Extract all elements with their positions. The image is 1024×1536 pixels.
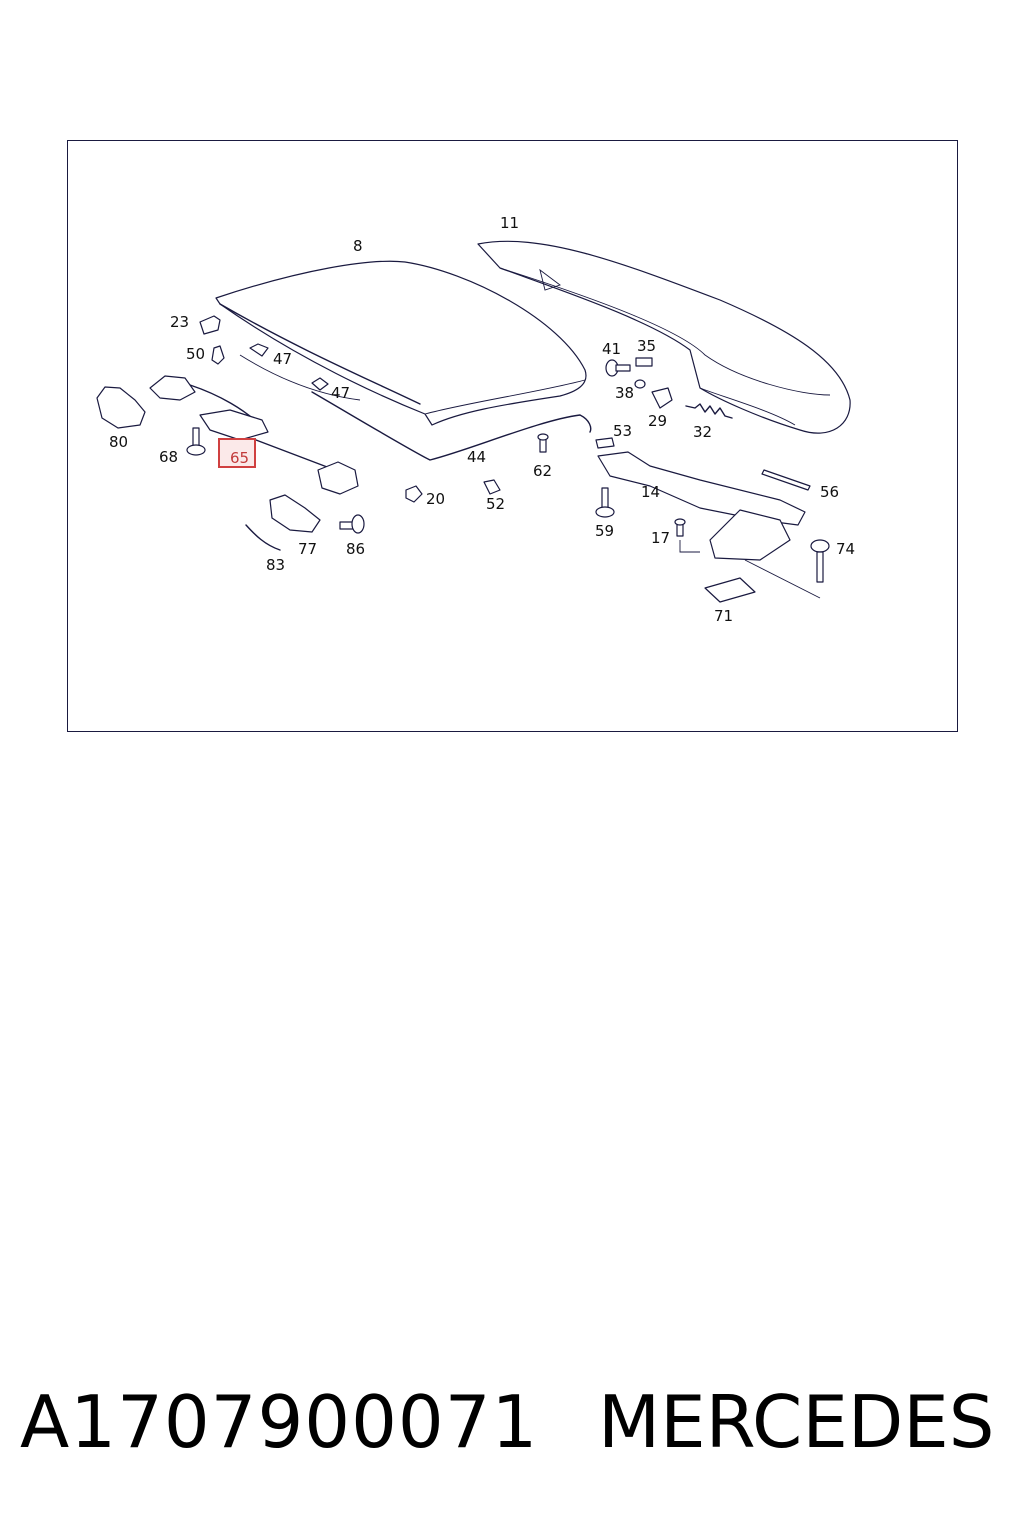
callout-23: 23 xyxy=(170,313,189,331)
callout-59: 59 xyxy=(595,522,614,540)
spring-32 xyxy=(685,403,733,419)
callout-20: 20 xyxy=(426,490,445,508)
callout-80: 80 xyxy=(109,433,128,451)
callout-47a: 47 xyxy=(273,350,292,368)
clip-50 xyxy=(211,345,225,365)
rear-panel xyxy=(477,240,851,434)
callout-71: 71 xyxy=(714,607,733,625)
callout-29: 29 xyxy=(648,412,667,430)
latch-rear xyxy=(317,461,359,495)
clip-23 xyxy=(199,315,221,335)
callout-11: 11 xyxy=(500,214,519,232)
callout-83: 83 xyxy=(266,556,285,574)
callout-56: 56 xyxy=(820,483,839,501)
callout-44: 44 xyxy=(467,448,486,466)
screw-86 xyxy=(339,514,365,534)
callout-86: 86 xyxy=(346,540,365,558)
screw-74 xyxy=(810,539,830,583)
hinge-base xyxy=(709,509,791,561)
callout-50: 50 xyxy=(186,345,205,363)
clip-47a xyxy=(249,343,269,357)
screw-41 xyxy=(605,359,631,377)
callout-8: 8 xyxy=(353,237,363,255)
clip-47b xyxy=(311,377,329,391)
bracket-53 xyxy=(595,437,615,449)
callout-62: 62 xyxy=(533,462,552,480)
callout-32: 32 xyxy=(693,423,712,441)
brand-name: MERCEDES xyxy=(598,1380,995,1464)
clip-20 xyxy=(405,485,423,503)
bushing-38 xyxy=(634,379,646,389)
callout-53: 53 xyxy=(613,422,632,440)
exploded-parts-diagram: 11 8 23 50 47 47 41 35 38 29 32 80 68 65… xyxy=(96,214,855,625)
bracket-29 xyxy=(651,387,673,409)
callout-14: 14 xyxy=(641,483,660,501)
diagram-frame xyxy=(67,140,958,732)
bracket-mid xyxy=(199,409,269,441)
callout-74: 74 xyxy=(836,540,855,558)
callout-17: 17 xyxy=(651,529,670,547)
part-number: A1707900071 xyxy=(20,1380,539,1464)
callout-47b: 47 xyxy=(331,384,350,402)
callout-77: 77 xyxy=(298,540,317,558)
footer: A1707900071 MERCEDES xyxy=(0,1372,1024,1482)
clip-35 xyxy=(635,357,653,367)
callout-41: 41 xyxy=(602,340,621,358)
strip-56 xyxy=(761,469,811,491)
callout-65: 65 xyxy=(230,449,249,467)
callout-35: 35 xyxy=(637,337,656,355)
plate-71 xyxy=(704,577,756,603)
lock-77 xyxy=(269,494,321,533)
screw-17 xyxy=(674,518,686,537)
latch-80 xyxy=(96,386,146,429)
highlight-box-65 xyxy=(218,438,256,468)
bolt-62 xyxy=(537,433,549,453)
hinge-14 xyxy=(597,451,806,526)
bolt-59 xyxy=(595,487,615,518)
callout-38: 38 xyxy=(615,384,634,402)
clip-52 xyxy=(483,479,501,495)
callout-52: 52 xyxy=(486,495,505,513)
roof-panel xyxy=(215,260,587,426)
bolt-68 xyxy=(186,427,206,456)
bracket-upper xyxy=(149,375,196,401)
callout-68: 68 xyxy=(159,448,178,466)
